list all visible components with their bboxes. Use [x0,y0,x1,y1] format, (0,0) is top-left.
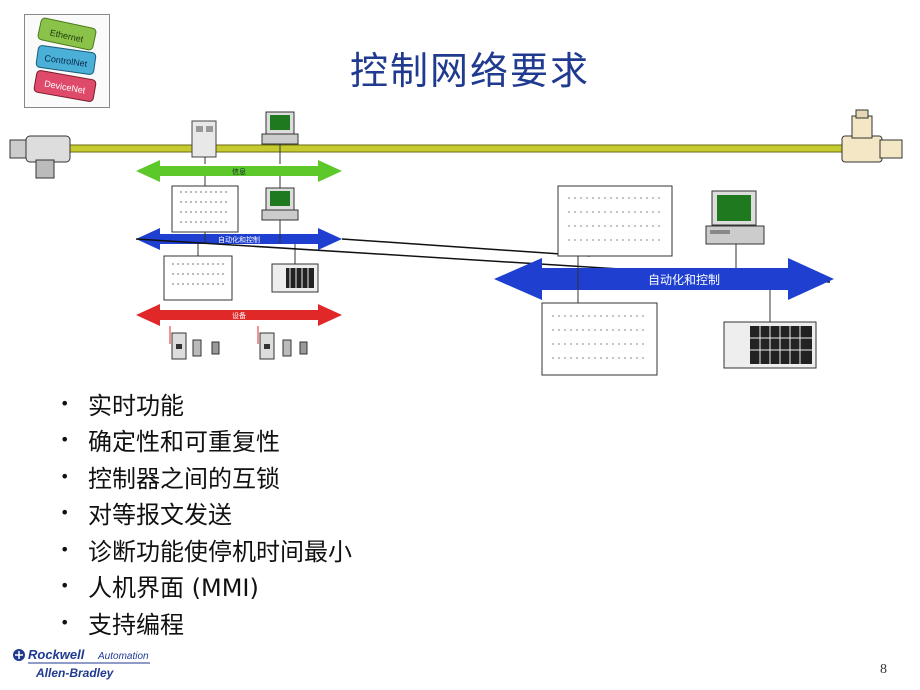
list-item: •实时功能 [60,391,184,420]
io-panel [163,255,233,301]
bullet-icon: • [60,539,70,559]
bullet-icon: • [60,393,70,413]
network-diagram: 信息 自动化和控制 设备 [9,109,903,376]
info-network-arrow [136,160,342,182]
large-plc-rack-icon [723,321,817,369]
device-arrow-label: 设备 [232,311,246,320]
automation-arrow-label-large: 自动化和控制 [648,273,720,287]
workstation-icon [261,111,299,145]
field-devices-right [257,326,308,360]
list-item: •支持编程 [60,610,184,639]
zoom-line-upper [341,238,591,257]
info-arrow-label: 信息 [232,167,246,176]
plc-rack-icon [271,263,319,293]
brand-name-rockwell: Rockwell [28,647,85,662]
slide-title: 控制网络要求 [349,49,590,93]
bullet-icon: • [60,430,70,450]
automation-network-arrow-small [136,228,342,250]
rockwell-logo: Rockwell Automation Allen-Bradley [13,647,150,680]
large-workstation-icon [705,190,765,245]
bullet-icon: • [60,466,70,486]
network-logo: Ethernet ControlNet DeviceNet [24,14,110,108]
list-item: •人机界面 (MMI) [60,574,259,603]
trunk-cable [59,144,846,153]
controller-panel [171,185,239,233]
requirements-list: •实时功能 •确定性和可重复性 •控制器之间的互锁 •对等报文发送 •诊断功能使… [60,385,352,641]
list-item: •对等报文发送 [60,501,232,530]
large-io-panel [541,302,658,376]
list-item: •确定性和可重复性 [60,428,280,457]
device-network-arrow [136,304,342,326]
brand-allen-bradley: Allen-Bradley [35,666,115,680]
list-item: •诊断功能使停机时间最小 [60,537,352,566]
right-tap-connector [841,109,903,163]
bullet-icon: • [60,612,70,632]
workstation-icon [261,187,299,221]
bullet-icon: • [60,576,70,596]
page-number: 8 [880,662,887,677]
large-controller-panel [557,185,673,257]
list-item: •控制器之间的互锁 [60,464,280,493]
field-devices-left [169,326,220,360]
brand-automation: Automation [97,651,149,662]
bullet-icon: • [60,503,70,523]
automation-arrow-label-small: 自动化和控制 [218,235,260,244]
automation-network-arrow-large [494,258,834,300]
server-icon [191,120,217,158]
left-tap-connector [9,135,71,179]
